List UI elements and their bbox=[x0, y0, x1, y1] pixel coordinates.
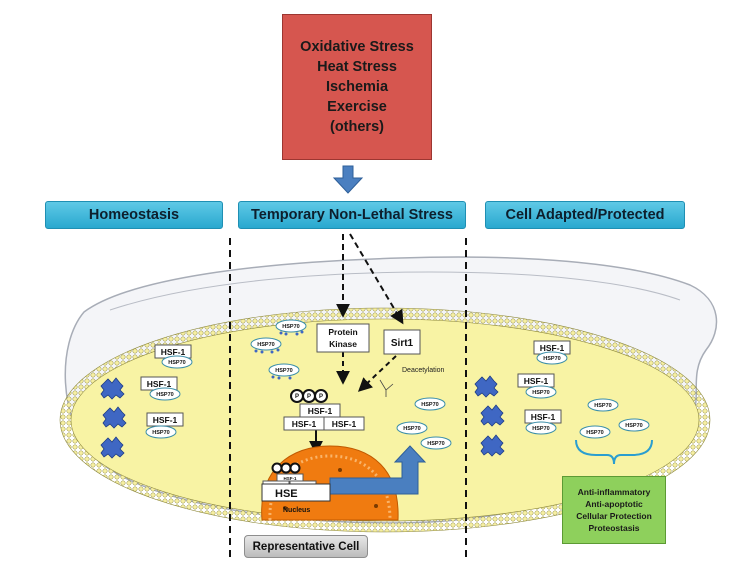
protein-aggregate-icon bbox=[100, 436, 125, 459]
hsp70-label: HSP70 bbox=[275, 368, 292, 374]
stress-down-arrow bbox=[332, 165, 364, 194]
hsf1-trimer-top-label: HSF-1 bbox=[308, 406, 333, 416]
hse-label: HSE bbox=[275, 488, 298, 500]
outcome-anti-apoptotic: Anti-apoptotic bbox=[585, 499, 643, 509]
outcome-anti-inflammatory: Anti-inflammatory bbox=[577, 487, 651, 497]
hsp70-label: HSP70 bbox=[625, 423, 642, 429]
phospho-label-1: P bbox=[295, 394, 299, 400]
stressor-oxidative: Oxidative Stress bbox=[300, 39, 414, 55]
header-temporary-stress: Temporary Non-Lethal Stress bbox=[238, 201, 466, 229]
hsp70-label: HSP70 bbox=[421, 402, 438, 408]
hsp70-label: HSP70 bbox=[282, 324, 299, 330]
representative-cell-label: Representative Cell bbox=[244, 535, 368, 558]
hse-box bbox=[261, 483, 331, 502]
header-cell-adapted: Cell Adapted/Protected bbox=[485, 201, 685, 229]
dna-hsf1-top-label: HSF-1 bbox=[283, 476, 296, 481]
hsp70-label: HSP70 bbox=[532, 426, 549, 432]
phospho-label-2: P bbox=[307, 394, 311, 400]
hsp70-label: HSP70 bbox=[586, 430, 603, 436]
expression-arrow bbox=[329, 445, 427, 495]
hsp70-label: HSP70 bbox=[403, 426, 420, 432]
hsf1-trimer-right-label: HSF-1 bbox=[332, 419, 357, 429]
sirt1-box bbox=[383, 329, 421, 355]
phospho-groups: P P P bbox=[290, 389, 328, 403]
hsp70-label: HSP70 bbox=[152, 430, 169, 436]
hsp70-label: HSP70 bbox=[543, 356, 560, 362]
protein-aggregate-icon bbox=[100, 377, 125, 400]
hsp70-label: HSP70 bbox=[168, 360, 185, 366]
sirt1-label: Sirt1 bbox=[391, 338, 414, 349]
stressor-ischemia: Ischemia bbox=[325, 79, 389, 95]
envelope-inner-fold bbox=[109, 271, 681, 311]
hsf1-label: HSF-1 bbox=[153, 415, 178, 425]
outcome-box: Anti-inflammatory Anti-apoptotic Cellula… bbox=[562, 476, 666, 544]
protein-kinase-box bbox=[316, 323, 370, 353]
hsp70-label: HSP70 bbox=[156, 392, 173, 398]
hsf1-label: HSF-1 bbox=[147, 379, 172, 389]
protein-kinase-label-1: Protein bbox=[328, 327, 357, 337]
protein-aggregate-icon bbox=[480, 404, 505, 427]
hsp70-label: HSP70 bbox=[594, 403, 611, 409]
outcome-bracket bbox=[575, 439, 653, 465]
acetyl-group-icon bbox=[379, 379, 394, 397]
header-homeostasis: Homeostasis bbox=[45, 201, 223, 229]
outcome-cellular-protection: Cellular Protection bbox=[576, 511, 652, 521]
hsp70-label: HSP70 bbox=[257, 342, 274, 348]
protein-aggregate-icon bbox=[480, 434, 505, 457]
hsf1-label: HSF-1 bbox=[531, 412, 556, 422]
cytoplasm bbox=[70, 318, 700, 522]
hsf1-label: HSF-1 bbox=[540, 343, 565, 353]
protein-aggregates bbox=[100, 375, 505, 459]
stressor-box: Oxidative Stress Heat Stress Ischemia Ex… bbox=[282, 14, 432, 160]
arrow-to-sirt1 bbox=[349, 233, 404, 325]
hsf1-trimer-right bbox=[323, 416, 365, 431]
hsf1-hsp70-complexes: HSF-1 HSP70 HSF-1 HSP70 HSF-1 HSP70 HSF-… bbox=[140, 340, 571, 439]
stressor-others: (others) bbox=[330, 119, 384, 135]
deacetylation-label: Deacetylation bbox=[402, 367, 445, 374]
hsp70-label: HSP70 bbox=[427, 441, 444, 447]
outcome-proteostasis: Proteostasis bbox=[588, 523, 640, 533]
hsf1-label: HSF-1 bbox=[524, 376, 549, 386]
stressor-exercise: Exercise bbox=[327, 99, 387, 115]
stressor-heat: Heat Stress bbox=[317, 59, 397, 75]
protein-aggregate-icon bbox=[474, 375, 499, 398]
protein-kinase-label-2: Kinase bbox=[329, 339, 357, 349]
hsf1-label: HSF-1 bbox=[161, 347, 186, 357]
nucleus-label: Nucleus bbox=[283, 507, 310, 514]
phospho-label-3: P bbox=[319, 394, 323, 400]
hsp70-label: HSP70 bbox=[532, 390, 549, 396]
hsf1-trimer-left-label: HSF-1 bbox=[292, 419, 317, 429]
free-hsp70: HSP70 HSP70 HSP70 HSP70 HSP70 HSP70 HSP7… bbox=[250, 319, 650, 450]
protein-aggregate-icon bbox=[102, 406, 127, 429]
